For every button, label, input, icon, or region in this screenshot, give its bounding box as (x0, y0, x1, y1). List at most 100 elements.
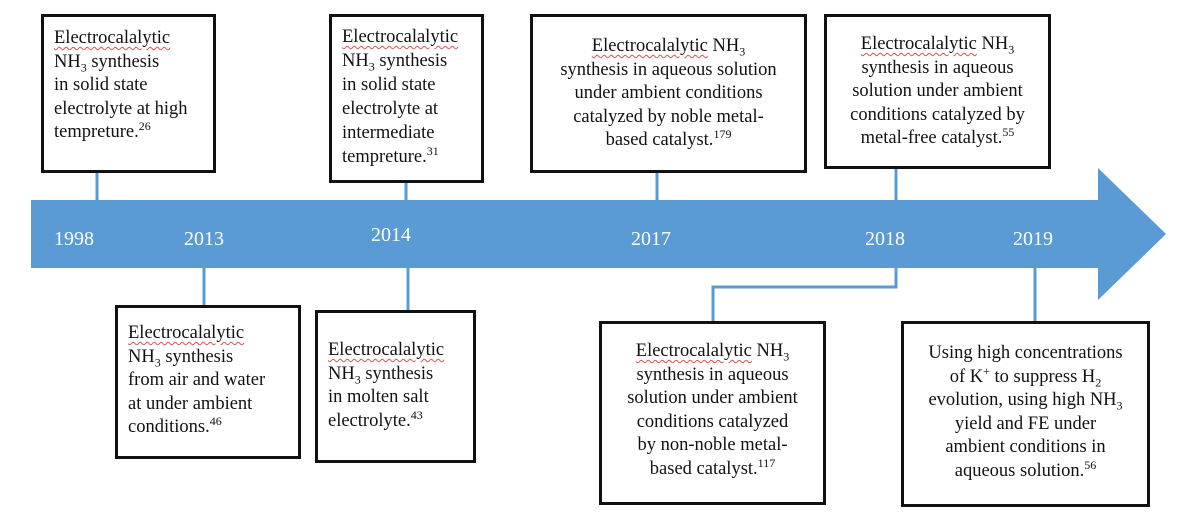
text-segment: to suppress H (989, 366, 1096, 387)
text-segment: NH (707, 36, 740, 56)
text-segment: of K (949, 366, 984, 387)
text-segment: solution under ambient (627, 388, 798, 408)
event-text-line: synthesis in aqueous (612, 364, 813, 388)
event-text-line: at under ambient (128, 393, 288, 417)
superscript: 117 (757, 455, 776, 470)
event-text-line: Electrocalalytic NH3 (837, 33, 1038, 57)
event-text-line: of K+ to suppress H2 (914, 363, 1137, 390)
text-segment: conditions. (128, 417, 210, 437)
event-text-line: solution under ambient (837, 80, 1038, 104)
event-text-line: Electrocalalytic NH3 (543, 35, 794, 59)
text-segment: based catalyst. (605, 130, 714, 150)
text-segment: at under ambient (128, 393, 253, 414)
text-segment: NH (328, 363, 355, 384)
text-segment: evolution, using high NH (928, 390, 1117, 410)
event-text-line: in solid state (342, 73, 471, 97)
superscript: 26 (138, 118, 151, 133)
year-2014: 2014 (371, 224, 411, 246)
connector-2018-bottom (711, 268, 898, 322)
superscript: 43 (410, 407, 423, 422)
text-segment: Electrocalalytic (860, 34, 977, 54)
text-segment: tempreture. (54, 122, 139, 142)
event-text-line: electrolyte.43 (328, 407, 463, 434)
event-text-line: Electrocalalytic (54, 27, 203, 51)
text-segment: synthesis in aqueous (861, 57, 1014, 78)
event-text-line: conditions.46 (128, 415, 288, 440)
text-segment: by non-noble metal- (637, 435, 788, 455)
subscript: 3 (1116, 398, 1123, 413)
text-segment: Electrocalalytic (342, 27, 459, 47)
superscript: 179 (713, 126, 732, 141)
event-text-line: by non-noble metal- (612, 434, 813, 458)
event-text-line: Electrocalalytic (342, 25, 471, 49)
text-segment: synthesis (160, 346, 234, 367)
year-2019: 2019 (1013, 228, 1053, 250)
year-2017: 2017 (631, 228, 671, 250)
year-2013: 2013 (184, 228, 224, 250)
text-segment: from air and water (128, 370, 266, 390)
text-segment: Electrocalalytic (54, 28, 171, 48)
subscript: 2 (1095, 375, 1102, 390)
event-text-line: from air and water (128, 369, 288, 393)
subscript: 3 (739, 44, 746, 59)
text-segment: NH (342, 51, 369, 71)
text-segment: electrolyte at (342, 99, 439, 119)
event-text-line: Electrocalalytic NH3 (612, 340, 813, 364)
text-segment: synthesis (86, 51, 160, 72)
event-text-line: NH3 synthesis (342, 49, 471, 73)
text-segment: conditions catalyzed (636, 411, 789, 432)
superscript: 55 (1002, 124, 1015, 139)
event-text-line: Electrocalalytic (328, 339, 463, 363)
text-segment: NH (128, 346, 155, 367)
text-segment: ambient conditions in (945, 437, 1106, 457)
text-segment: aqueous solution. (954, 460, 1085, 481)
event-text-line: Using high concentrations (914, 342, 1137, 366)
event-text-line: tempreture.26 (54, 118, 203, 145)
text-segment: NH (751, 341, 784, 361)
event-text-line: intermediate (342, 121, 471, 145)
event-text-line: under ambient conditions (543, 82, 794, 106)
event-text-line: metal-free catalyst.55 (837, 124, 1038, 151)
event-text-line: Electrocalalytic (128, 322, 288, 346)
event-text-line: solution under ambient (612, 387, 813, 411)
text-segment: Electrocalalytic (635, 341, 752, 361)
text-segment: synthesis (360, 363, 434, 384)
text-segment: under ambient conditions (574, 83, 763, 103)
event-text-line: tempreture.31 (342, 145, 471, 169)
text-segment: Electrocalalytic (128, 323, 245, 343)
text-segment: electrolyte. (328, 410, 411, 431)
event-text-line: in solid state (54, 74, 203, 98)
text-segment: metal-free catalyst. (860, 128, 1003, 148)
superscript: + (983, 363, 990, 378)
text-segment: based catalyst. (649, 458, 758, 479)
subscript: 3 (1008, 42, 1015, 57)
text-segment: NH (54, 51, 81, 72)
text-segment: synthesis (374, 51, 448, 71)
event-text-line: synthesis in aqueous (837, 57, 1038, 81)
superscript: 56 (1084, 457, 1097, 472)
text-segment: synthesis in aqueous solution (560, 59, 777, 80)
text-segment: catalyzed by noble metal- (573, 106, 764, 127)
event-text-line: electrolyte at (342, 97, 471, 121)
subscript: 3 (354, 372, 361, 387)
year-2018: 2018 (865, 228, 905, 250)
event-text-line: NH3 synthesis (328, 363, 463, 387)
event-text-line: NH3 synthesis (54, 51, 203, 75)
text-segment: solution under ambient (852, 81, 1023, 101)
subscript: 3 (783, 349, 790, 364)
event-text-line: synthesis in aqueous solution (543, 59, 794, 83)
text-segment: Using high concentrations (928, 343, 1123, 363)
event-text-line: evolution, using high NH3 (914, 389, 1137, 413)
subscript: 3 (154, 355, 161, 370)
event-text-line: conditions catalyzed (612, 411, 813, 435)
superscript: 31 (426, 143, 439, 158)
text-segment: tempreture. (342, 147, 427, 167)
event-text-line: NH3 synthesis (128, 346, 288, 370)
text-segment: Electrocalalytic (328, 340, 445, 360)
